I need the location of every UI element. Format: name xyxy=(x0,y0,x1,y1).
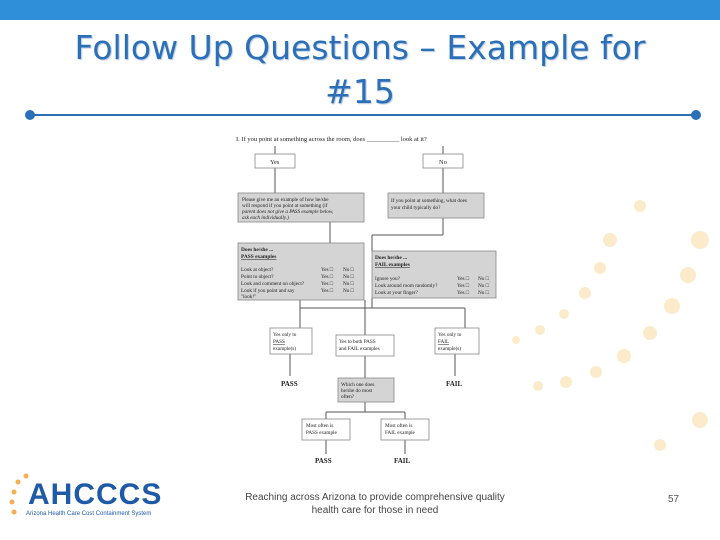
pass-item-no: No □ xyxy=(343,274,355,280)
divider-left-dot xyxy=(25,110,35,120)
yes-followup-line-4: ask each individually.) xyxy=(242,214,289,221)
which-most-line-3: often? xyxy=(341,393,355,400)
footer-tagline: Reaching across Arizona to provide compr… xyxy=(245,492,505,516)
fail-item-label: Look around room randomly? xyxy=(375,283,438,289)
most-pass-line-2: PASS example xyxy=(306,430,337,436)
pass-item-no: No □ xyxy=(343,281,355,287)
pass-header-line-1: Does he/she ... xyxy=(241,247,274,253)
fail-item-no: No □ xyxy=(478,283,490,289)
top-accent-bar xyxy=(0,0,720,20)
yes-box xyxy=(254,153,296,169)
yes-only-fail-line-1: Yes only to xyxy=(438,332,462,338)
logo-subtitle: Arizona Health Care Cost Containment Sys… xyxy=(26,511,152,517)
fail-items: Ignore you? Yes □ No □ Look around room … xyxy=(375,276,490,296)
fail-item-label: Ignore you? xyxy=(375,276,401,282)
pass-item-yes: Yes □ xyxy=(321,267,334,273)
most-fail-line-2: FAIL example xyxy=(385,430,416,436)
yes-both-line-1: Yes to both PASS xyxy=(339,339,376,345)
no-box xyxy=(422,153,464,169)
yes-only-pass-line-2: PASS xyxy=(273,339,285,345)
pass-item-yes: Yes □ xyxy=(321,274,334,280)
logo-wordmark: AHCCCS xyxy=(28,478,163,511)
yes-followup-box xyxy=(237,192,365,223)
no-followup-line-2: your child typically do? xyxy=(391,205,441,211)
yes-only-fail-box xyxy=(434,327,480,355)
no-label: No xyxy=(439,159,447,166)
fail-item-yes: Yes □ xyxy=(457,290,470,296)
yes-both-box xyxy=(335,334,395,357)
pass-item-yes: Yes □ xyxy=(321,288,334,294)
no-followup-line-1: If you point at something, what does xyxy=(391,197,467,204)
pass-header-line-2: PASS examples xyxy=(241,254,276,260)
yes-only-pass-box xyxy=(269,327,313,355)
most-fail-box xyxy=(380,418,430,441)
fail-item-yes: Yes □ xyxy=(457,283,470,289)
yes-followup-line-1: Please give me an example of how he/she xyxy=(242,196,329,203)
pass-item-yes: Yes □ xyxy=(321,281,334,287)
page-number: 57 xyxy=(668,494,680,505)
ahcccs-logo: AHCCCS Arizona Health Care Cost Containm… xyxy=(8,478,178,522)
pass-examples-box xyxy=(237,242,365,301)
final-fail: FAIL xyxy=(394,457,411,465)
yes-followup-line-2: will respond if you point at something (… xyxy=(242,202,328,209)
title-divider xyxy=(30,114,696,116)
pass-result: PASS xyxy=(281,380,298,388)
which-most-line-2: he/she do most xyxy=(341,388,373,394)
yes-only-pass-line-3: example(s) xyxy=(273,345,296,352)
pass-item-label: Look at object? xyxy=(241,267,274,273)
fail-result: FAIL xyxy=(446,380,463,388)
fail-header-line-2: FAIL examples xyxy=(375,262,410,268)
which-most-box xyxy=(337,377,395,403)
pass-item-label: Point to object? xyxy=(241,274,274,280)
yes-both-line-2: and FAIL examples xyxy=(339,346,380,352)
most-fail-line-1: Most often is xyxy=(385,422,412,429)
fail-item-label: Look at your finger? xyxy=(375,289,418,296)
final-pass: PASS xyxy=(315,457,332,465)
fail-item-no: No □ xyxy=(478,276,490,282)
pass-item-label: "look!" xyxy=(241,294,256,300)
most-pass-line-1: Most often is xyxy=(306,422,333,429)
pass-item-no: No □ xyxy=(343,267,355,273)
pass-item-no: No □ xyxy=(343,288,355,294)
pass-item-label: Look and comment on object? xyxy=(241,281,305,287)
yes-only-pass-line-1: Yes only to xyxy=(273,332,297,338)
fail-item-no: No □ xyxy=(478,290,490,296)
most-pass-box xyxy=(301,418,351,441)
flowchart-connectors xyxy=(274,146,466,454)
fail-examples-box xyxy=(371,250,497,299)
fail-item-yes: Yes □ xyxy=(457,276,470,282)
fail-header-line-1: Does he/she ... xyxy=(375,255,408,261)
slide-title: Follow Up Questions – Example for #15 xyxy=(74,28,646,111)
pass-items: Look at object? Yes □ No □ Point to obje… xyxy=(241,267,355,300)
no-followup-box xyxy=(387,192,485,219)
yes-only-fail-line-3: example(s) xyxy=(438,345,461,352)
question-text: I. If you point at something across the … xyxy=(236,136,427,143)
yes-label: Yes xyxy=(270,159,280,166)
yes-only-fail-line-2: FAIL xyxy=(438,339,449,345)
divider-right-dot xyxy=(691,110,701,120)
yes-followup-line-3: parent does not give a PASS example belo… xyxy=(241,209,333,215)
pass-item-label: Look if you point and say xyxy=(241,287,295,294)
which-most-line-1: Which one does xyxy=(341,382,374,388)
